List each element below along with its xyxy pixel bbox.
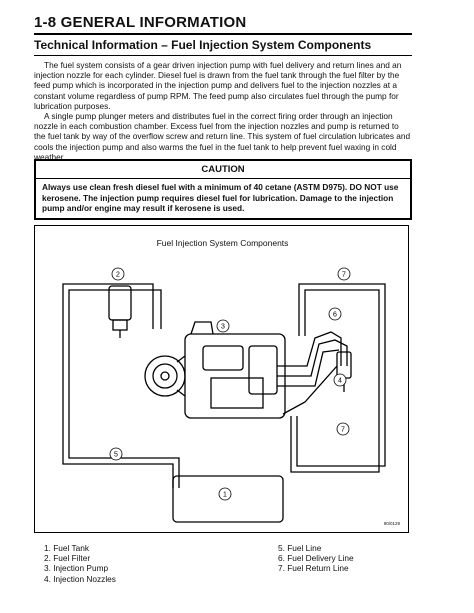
paragraph-fuel-system: The fuel system consists of a gear drive… [34, 60, 402, 111]
return-line-right [296, 283, 386, 467]
callout-3-label: 3 [221, 324, 225, 331]
title-rule [34, 33, 412, 35]
fuel-line-left-inner [68, 289, 180, 488]
legend-item: 4. Injection Nozzles [44, 573, 116, 584]
callout-7-top-circle [337, 267, 351, 281]
return-line-right-inner [290, 289, 380, 473]
callout-5-label: 5 [114, 452, 118, 459]
legend-item: 3. Injection Pump [44, 563, 109, 574]
callout-1-label: 1 [223, 492, 227, 499]
callout-4-label: 4 [338, 378, 342, 385]
caution-text: Always use clean fresh diesel fuel with … [42, 182, 399, 214]
figure-code: 90/0129 [383, 521, 400, 526]
fuel-system-diagram: 1 2 3 4 5 6 7 7 [62, 267, 386, 523]
fuel-filter-body [108, 285, 132, 321]
legend-right: 5. Fuel Line 6. Fuel Delivery Line 7. Fu… [278, 543, 354, 574]
legend-item: 5. Fuel Line [278, 543, 322, 553]
subheading: Technical Information – Fuel Injection S… [34, 38, 372, 52]
callout-7-right-label: 7 [341, 427, 345, 434]
fuel-line-left [62, 283, 174, 488]
caution-title: CAUTION [36, 161, 410, 179]
legend-item: 7. Fuel Return Line [278, 563, 349, 574]
callout-7-top-label: 7 [342, 272, 346, 279]
legend-item: 6. Fuel Delivery Line [278, 553, 354, 564]
callout-6-label: 6 [333, 312, 337, 319]
callout-2-circle [111, 267, 125, 281]
callout-5-circle [109, 447, 123, 461]
caution-box: CAUTION Always use clean fresh diesel fu… [34, 159, 412, 220]
section-title: 1-8 GENERAL INFORMATION [34, 14, 247, 31]
callout-7-right-circle [336, 422, 350, 436]
fuel-delivery-line [277, 331, 342, 367]
fuel-tank [172, 475, 284, 523]
callout-6-circle [328, 307, 342, 321]
figure-title: Fuel Injection System Components [156, 238, 289, 248]
subheading-rule [34, 55, 412, 56]
paragraph-pump-plunger: A single pump plunger meters and distrib… [34, 111, 411, 162]
legend-item: 1. Fuel Tank [44, 543, 90, 553]
legend-item: 2. Fuel Filter [44, 553, 91, 564]
callout-3-circle [216, 319, 230, 333]
legend-left: 1. Fuel Tank 2. Fuel Filter 3. Injection… [44, 543, 116, 584]
callout-2-label: 2 [116, 272, 120, 279]
callout-1-circle [218, 487, 232, 501]
callout-4-circle [333, 373, 347, 387]
fuel-system-figure: Fuel Injection System Components [34, 225, 409, 533]
